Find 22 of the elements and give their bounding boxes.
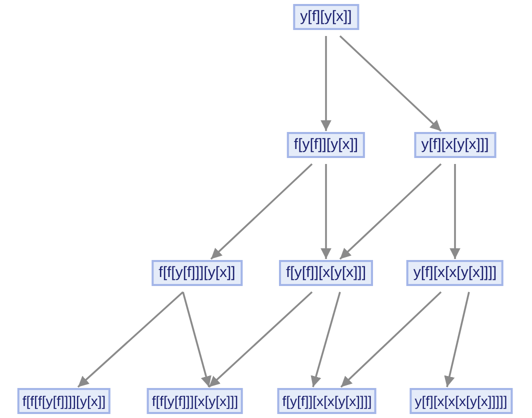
arrow	[320, 36, 332, 131]
expression-box: f[y[f]][y[x]]	[286, 132, 366, 158]
arrow	[182, 292, 212, 388]
arrow	[339, 35, 442, 132]
expression-box: f[f[y[f]]][y[x]]	[152, 260, 242, 286]
arrow	[339, 163, 442, 260]
expression-box: y[f][x[x[y[x]]]]	[406, 260, 504, 286]
arrow	[208, 291, 313, 388]
expression-box: y[f][y[x]]	[293, 4, 359, 30]
arrow	[310, 292, 341, 388]
expression-box: f[f[y[f]]][x[y[x]]]	[146, 388, 244, 414]
arrow	[77, 291, 184, 388]
expression-box: f[y[f]][x[x[y[x]]]]	[277, 388, 377, 414]
expression-box: f[f[f[y[f]]]][y[x]]	[17, 388, 111, 414]
arrow	[444, 292, 470, 388]
expression-box: y[f][x[x[x[y[x]]]]]	[410, 388, 512, 414]
arrow	[320, 164, 332, 259]
expression-box: f[y[f]][x[y[x]]]	[279, 260, 373, 286]
expression-box: y[f][x[y[x]]]	[414, 132, 496, 158]
arrow	[340, 291, 442, 388]
arrow	[450, 164, 460, 259]
arrow	[210, 163, 313, 260]
